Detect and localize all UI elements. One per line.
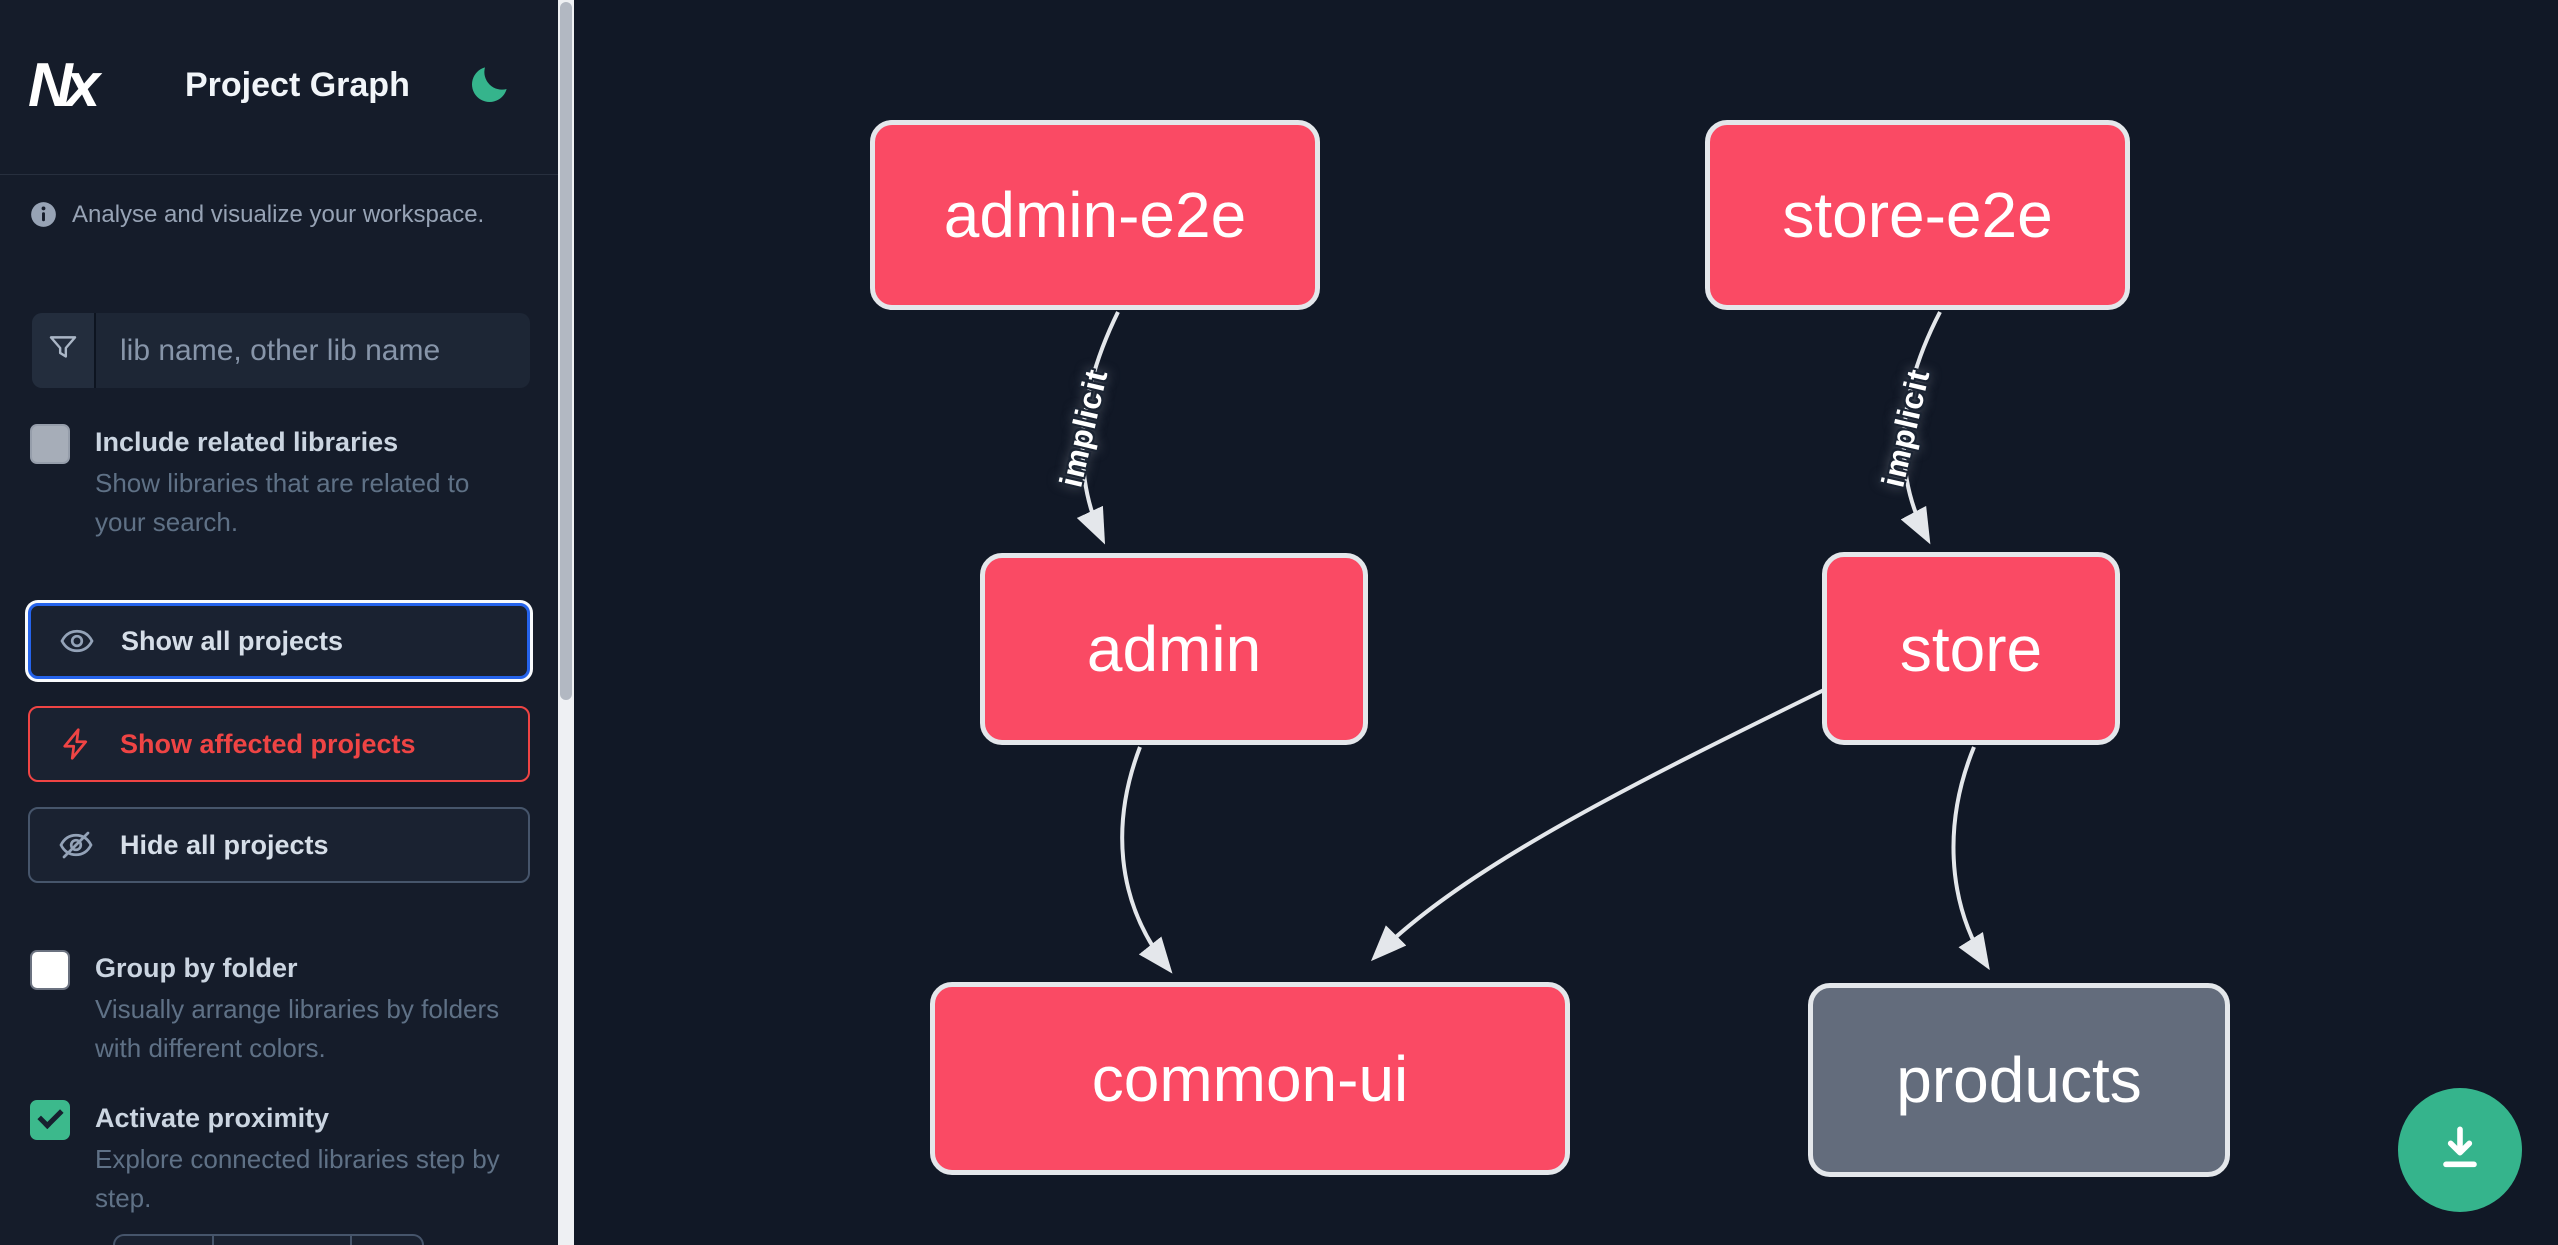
sidebar-scrollbar-thumb[interactable] bbox=[560, 2, 572, 700]
activate-proximity-description: Explore connected libraries step by step… bbox=[95, 1144, 500, 1213]
nx-logo: Nx bbox=[28, 51, 100, 120]
group-by-folder-description: Visually arrange libraries by folders wi… bbox=[95, 994, 500, 1063]
info-icon bbox=[30, 201, 57, 228]
node-products[interactable]: products bbox=[1808, 983, 2230, 1177]
activate-proximity-checkbox[interactable] bbox=[30, 1100, 70, 1140]
activate-proximity-label: Activate proximity bbox=[95, 1103, 330, 1133]
include-related-description: Show libraries that are related to your … bbox=[95, 468, 470, 537]
tagline-row: Analyse and visualize your workspace. bbox=[30, 200, 484, 230]
download-graph-button[interactable] bbox=[2398, 1088, 2522, 1212]
show-all-projects-label: Show all projects bbox=[121, 625, 344, 656]
dark-mode-toggle[interactable] bbox=[466, 62, 512, 108]
toggle-include-related: Include related libraries Show libraries… bbox=[30, 424, 530, 542]
node-admin[interactable]: admin bbox=[980, 553, 1368, 745]
search-box bbox=[32, 313, 530, 388]
sidebar-scrollbar[interactable] bbox=[558, 0, 574, 1245]
toggle-activate-proximity: Activate proximity Explore connected lib… bbox=[30, 1100, 530, 1218]
node-store-e2e[interactable]: store-e2e bbox=[1705, 120, 2130, 310]
show-all-projects-button[interactable]: Show all projects bbox=[28, 603, 530, 679]
eye-icon bbox=[59, 623, 95, 659]
node-label: store bbox=[1899, 612, 2043, 685]
stepper-divider bbox=[212, 1236, 214, 1245]
tagline-text: Analyse and visualize your workspace. bbox=[72, 201, 485, 228]
search-input[interactable] bbox=[96, 313, 530, 388]
hide-all-projects-label: Hide all projects bbox=[120, 829, 329, 860]
node-store[interactable]: store bbox=[1822, 552, 2120, 745]
download-icon bbox=[2432, 1120, 2488, 1181]
show-affected-projects-label: Show affected projects bbox=[120, 728, 416, 759]
node-label: common-ui bbox=[1091, 1042, 1409, 1115]
node-label: admin bbox=[1086, 613, 1262, 685]
show-affected-projects-button[interactable]: Show affected projects bbox=[28, 706, 530, 782]
filter-icon-segment bbox=[32, 313, 96, 388]
moon-icon bbox=[466, 67, 512, 112]
include-related-checkbox[interactable] bbox=[30, 424, 70, 464]
page-title: Project Graph bbox=[185, 66, 410, 104]
proximity-stepper-partial[interactable] bbox=[113, 1234, 424, 1245]
include-related-label: Include related libraries bbox=[95, 427, 399, 457]
node-label: products bbox=[1896, 1044, 2142, 1116]
hide-all-projects-button[interactable]: Hide all projects bbox=[28, 807, 530, 883]
node-admin-e2e[interactable]: admin-e2e bbox=[870, 120, 1320, 310]
sidebar: Nx Project Graph Analyse and visualize y… bbox=[0, 0, 558, 1245]
node-common-ui[interactable]: common-ui bbox=[930, 982, 1570, 1175]
node-label: store-e2e bbox=[1782, 179, 2053, 251]
eye-slash-icon bbox=[58, 827, 94, 863]
node-label: admin-e2e bbox=[943, 179, 1247, 251]
sidebar-header: Nx Project Graph bbox=[0, 0, 558, 175]
toggle-group-by-folder: Group by folder Visually arrange librari… bbox=[30, 950, 530, 1068]
lightning-bolt-icon bbox=[58, 726, 94, 762]
stepper-divider bbox=[350, 1236, 352, 1245]
filter-icon bbox=[46, 331, 80, 370]
group-by-folder-checkbox[interactable] bbox=[30, 950, 70, 990]
group-by-folder-label: Group by folder bbox=[95, 953, 298, 983]
